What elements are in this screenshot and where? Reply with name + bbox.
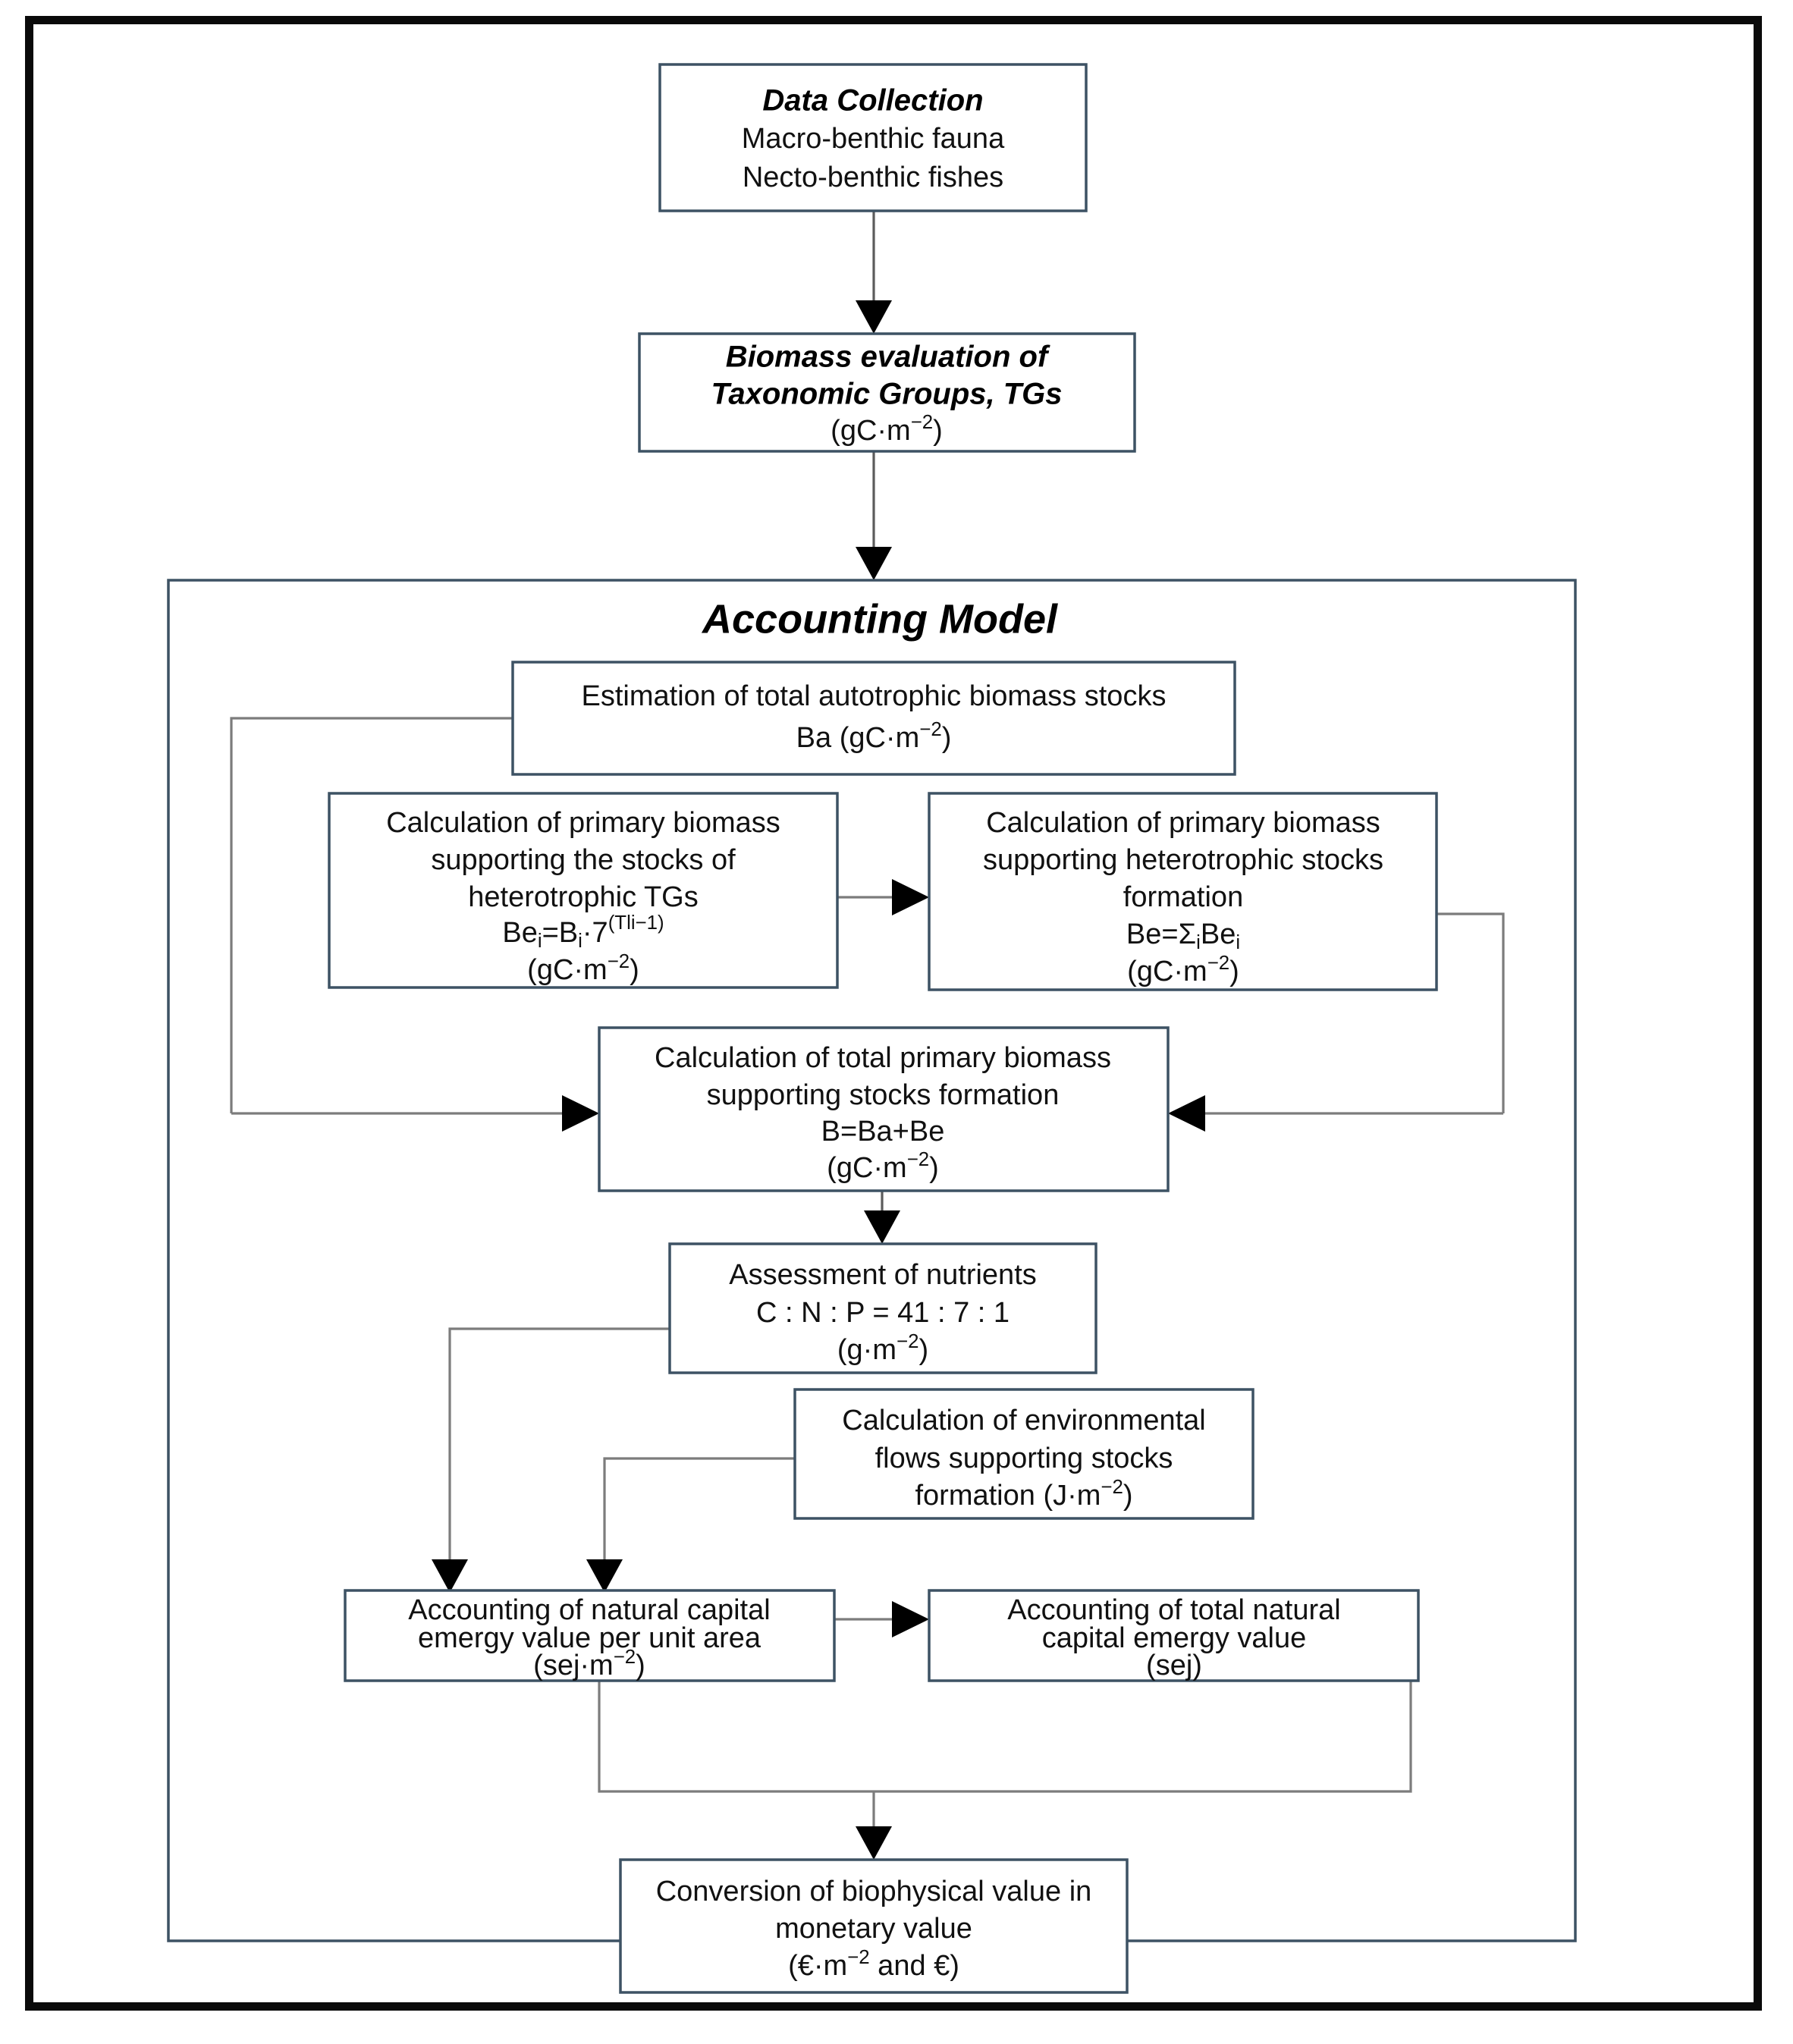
monetary-units: (€·m−2 and €)	[788, 1947, 959, 1982]
node-data-collection[interactable]: Data Collection Macro-benthic fauna Nect…	[658, 63, 1088, 212]
het-stocks-line3: formation	[1123, 881, 1243, 913]
monetary-line2: monetary value	[775, 1913, 972, 1945]
node-primary-biomass-heterotrophic-tgs[interactable]: Calculation of primary biomass supportin…	[328, 792, 839, 989]
het-tgs-line1: Calculation of primary biomass	[386, 807, 780, 839]
total-biomass-line1: Calculation of total primary biomass	[655, 1042, 1111, 1074]
het-tgs-units: (gC·m−2)	[527, 951, 639, 986]
connector-emergy-to-monetary	[598, 1681, 1412, 1860]
env-flows-line1: Calculation of environmental	[842, 1405, 1206, 1436]
het-tgs-line3: heterotrophic TGs	[468, 881, 698, 913]
autotrophic-stocks-line1: Estimation of total autotrophic biomass …	[582, 680, 1167, 712]
total-biomass-units: (gC·m−2)	[827, 1149, 939, 1184]
het-stocks-line1: Calculation of primary biomass	[986, 807, 1380, 839]
total-emergy-line2: capital emergy value	[1042, 1622, 1307, 1654]
connector-envflows-to-emergyperarea	[586, 1457, 796, 1593]
node-nutrients[interactable]: Assessment of nutrients C : N : P = 41 :…	[668, 1242, 1097, 1374]
het-stocks-formula: Be=ΣiBei	[1126, 918, 1240, 953]
total-biomass-formula: B=Ba+Be	[821, 1116, 945, 1148]
data-collection-heading: Data Collection	[762, 84, 983, 118]
node-total-emergy[interactable]: Accounting of total natural capital emer…	[928, 1589, 1420, 1682]
emergy-per-area-line2: emergy value per unit area	[418, 1622, 761, 1654]
env-flows-line3: formation (J·m−2)	[915, 1477, 1132, 1512]
het-tgs-line2: supporting the stocks of	[431, 844, 736, 876]
node-autotrophic-stocks[interactable]: Estimation of total autotrophic biomass …	[511, 661, 1236, 776]
biomass-evaluation-line1: Biomass evaluation of	[726, 341, 1050, 374]
nutrients-units: (g·m−2)	[837, 1331, 928, 1366]
total-biomass-line2: supporting stocks formation	[707, 1079, 1060, 1111]
total-emergy-units: (sej)	[1146, 1650, 1202, 1681]
connector-biomass-to-accountingmodel	[856, 451, 892, 580]
accounting-model-title: Accounting Model	[701, 596, 1058, 642]
env-flows-line2: flows supporting stocks	[875, 1443, 1173, 1474]
het-stocks-units: (gC·m−2)	[1127, 953, 1239, 987]
connector-totalbiomass-to-nutrients	[864, 1191, 900, 1244]
nutrients-line1: Assessment of nutrients	[729, 1259, 1037, 1291]
connector-autotrophic-to-totalbiomass	[230, 717, 599, 1132]
emergy-per-area-units: (sej·m−2)	[533, 1647, 645, 1681]
node-biomass-evaluation[interactable]: Biomass evaluation of Taxonomic Groups, …	[638, 332, 1136, 453]
monetary-line1: Conversion of biophysical value in	[656, 1876, 1092, 1907]
het-stocks-line2: supporting heterotrophic stocks	[983, 844, 1383, 876]
node-emergy-per-area[interactable]: Accounting of natural capital emergy val…	[344, 1589, 836, 1682]
autotrophic-stocks-line2: Ba (gC·m−2)	[796, 719, 952, 754]
node-environmental-flows[interactable]: Calculation of environmental flows suppo…	[793, 1388, 1254, 1520]
connector-nutrients-to-emergyperarea	[432, 1327, 671, 1593]
connector-datacollection-to-biomass	[856, 211, 892, 334]
total-emergy-line1: Accounting of total natural	[1007, 1594, 1340, 1626]
biomass-evaluation-line2: Taxonomic Groups, TGs	[711, 378, 1062, 411]
node-total-primary-biomass[interactable]: Calculation of total primary biomass sup…	[598, 1026, 1170, 1192]
node-monetary-conversion[interactable]: Conversion of biophysical value in monet…	[619, 1858, 1129, 1994]
biomass-evaluation-units: (gC·m−2)	[831, 412, 943, 447]
data-collection-line2: Necto-benthic fishes	[743, 162, 1003, 193]
node-heterotrophic-stocks-formation[interactable]: Calculation of primary biomass supportin…	[928, 792, 1438, 991]
connector-emergyperarea-to-totalemergy	[834, 1601, 929, 1637]
het-tgs-formula: Bei=Bi·7(Tli−1)	[502, 912, 664, 952]
nutrients-line2: C : N : P = 41 : 7 : 1	[756, 1297, 1010, 1329]
emergy-per-area-line1: Accounting of natural capital	[408, 1594, 770, 1626]
data-collection-line1: Macro-benthic fauna	[742, 123, 1005, 155]
connector-hetTGs-to-hetstocks	[837, 879, 929, 915]
connector-hetstocks-to-totalbiomass	[1168, 912, 1505, 1132]
